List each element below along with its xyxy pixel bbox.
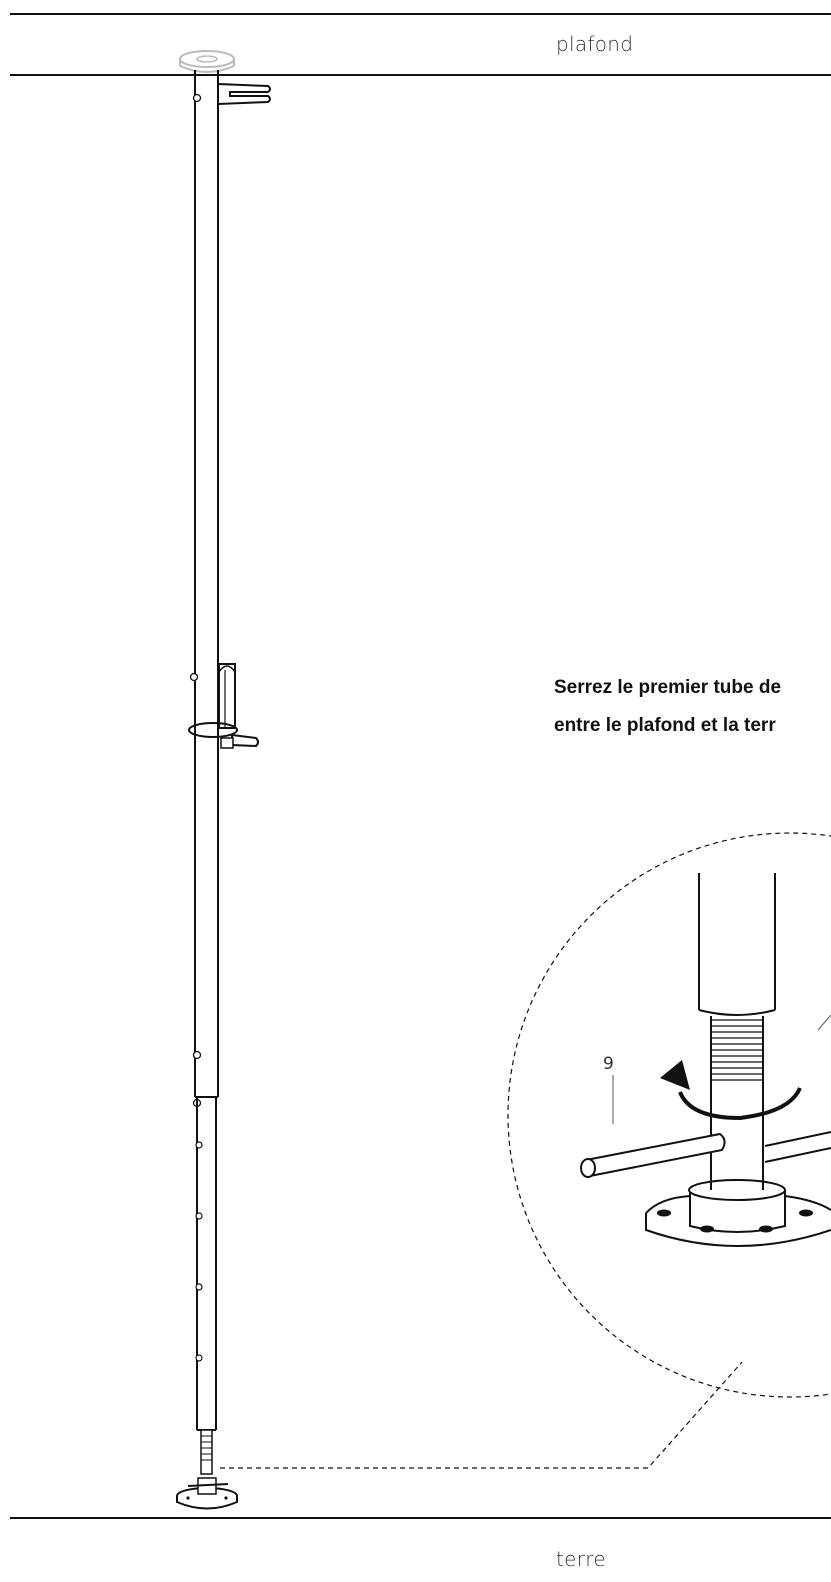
part-number-label: 9 [603, 1054, 614, 1074]
instruction-line-2: entre le plafond et la terr [554, 715, 776, 736]
instruction-line-1: Serrez le premier tube de [554, 677, 782, 698]
pole-holes [192, 1050, 202, 1108]
ceiling-pad [179, 50, 235, 73]
ceiling-label: plafond [556, 32, 634, 56]
part-leader-right [817, 1014, 831, 1031]
middle-clamp [188, 663, 259, 749]
detail-tube [698, 873, 776, 1016]
detail-handle-bar [580, 1131, 831, 1178]
pole-base [176, 1429, 238, 1510]
rotation-arrow-icon [660, 1060, 802, 1121]
pole-upper-tube [192, 70, 219, 1098]
detail-base-plate [645, 1160, 831, 1247]
floor-label: terre [556, 1547, 606, 1571]
detail-connector [220, 1361, 743, 1469]
top-bracket [217, 82, 271, 110]
detail-circle [507, 832, 831, 1398]
pole-lower-tube [195, 1097, 217, 1431]
